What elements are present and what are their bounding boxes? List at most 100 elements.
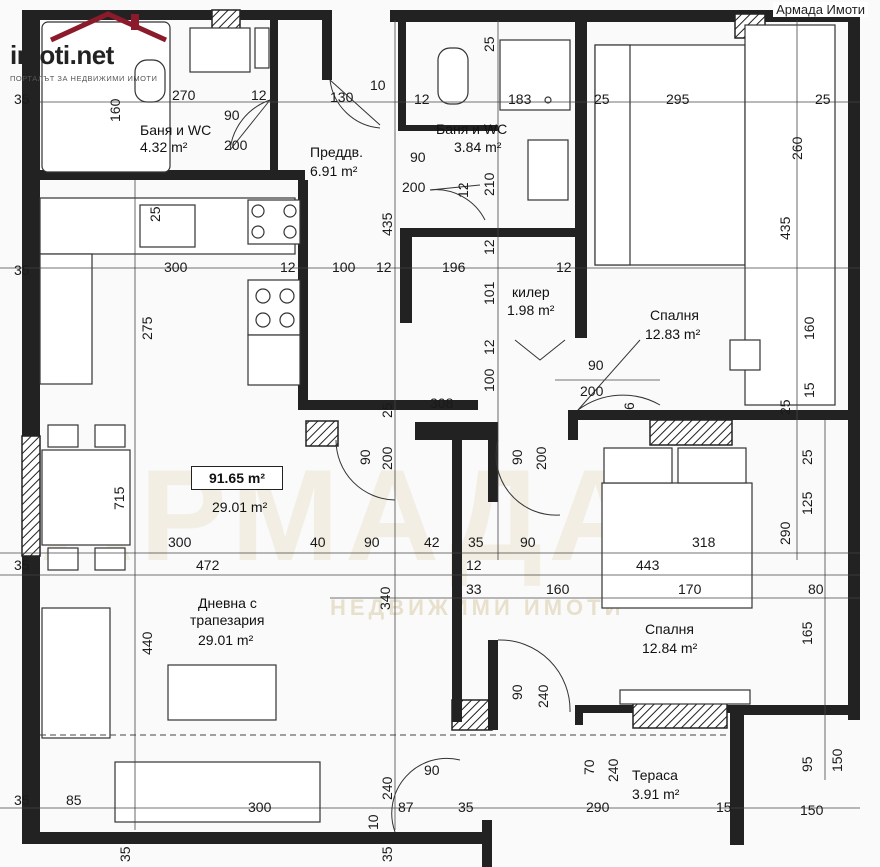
dim-label: 80 xyxy=(808,581,824,597)
dim-label: 25 xyxy=(147,206,163,222)
dim-label: 160 xyxy=(546,581,570,597)
dim-label: 25 xyxy=(777,399,793,415)
dim-label: 183 xyxy=(508,91,532,107)
room-area-bath2: 3.84 m² xyxy=(454,139,502,155)
interior-walls xyxy=(40,10,860,867)
room-name-hall: Преддв. xyxy=(310,144,363,160)
dim-label: 165 xyxy=(799,621,815,645)
dim-label: 12 xyxy=(466,557,482,573)
dim-label: 95 xyxy=(799,756,815,772)
dim-label: 210 xyxy=(481,172,497,196)
dim-label: 25 xyxy=(481,36,497,52)
doors xyxy=(229,79,661,833)
room-area-terrace: 3.91 m² xyxy=(632,786,680,802)
dim-label: 90 xyxy=(588,357,604,373)
dim-label: 160 xyxy=(801,316,817,340)
dim-label: 35 xyxy=(379,846,395,862)
dim-label: 100 xyxy=(332,259,356,275)
dim-label: 472 xyxy=(196,557,220,573)
watermark-sub: НЕДВИЖИМИ ИМОТИ xyxy=(330,595,624,620)
dim-label: 85 xyxy=(66,792,82,808)
dim-label: 200 xyxy=(402,179,426,195)
dim-label: 35 xyxy=(14,557,30,573)
dim-label: 25 xyxy=(379,402,395,418)
dim-label: 300 xyxy=(248,799,272,815)
dimension-lines xyxy=(0,20,860,830)
dim-label: 125 xyxy=(799,491,815,515)
dim-label: 12 xyxy=(280,259,296,275)
dim-label: 170 xyxy=(678,581,702,597)
room-name-living-2: трапезария xyxy=(190,612,264,628)
dim-label: 35 xyxy=(14,792,30,808)
dimension-labels: 35 270 12 160 90 200 130 10 12 25 183 25… xyxy=(14,36,845,862)
brand-logo[interactable]: imoti.net ПОРТАЛЪТ ЗА НЕДВИЖИМИ ИМОТИ xyxy=(6,10,168,90)
dim-label: 240 xyxy=(605,758,621,782)
dim-label: 90 xyxy=(424,762,440,778)
dim-label: 12 xyxy=(251,87,267,103)
dim-label: 12 xyxy=(481,339,497,355)
dim-label: 12 xyxy=(481,239,497,255)
dim-label: 35 xyxy=(117,846,133,862)
dim-label: 443 xyxy=(636,557,660,573)
dim-label: 6 xyxy=(621,402,637,410)
dim-label: 290 xyxy=(777,521,793,545)
dim-label: 160 xyxy=(107,98,123,122)
room-area-bedroom1: 12.83 m² xyxy=(645,326,701,342)
room-name-bath1: Баня и WC xyxy=(140,122,211,138)
dim-label: 435 xyxy=(777,216,793,240)
brand-tagline: ПОРТАЛЪТ ЗА НЕДВИЖИМИ ИМОТИ xyxy=(10,74,158,83)
dim-label: 196 xyxy=(442,259,466,275)
dim-label: 300 xyxy=(168,534,192,550)
dim-label: 90 xyxy=(357,449,373,465)
dim-label: 42 xyxy=(424,534,440,550)
dim-label: 90 xyxy=(520,534,536,550)
dim-label: 70 xyxy=(581,759,597,775)
dim-label: 35 xyxy=(458,799,474,815)
fixtures xyxy=(39,21,836,823)
room-name-bedroom1: Спалня xyxy=(650,307,699,323)
dim-label: 40 xyxy=(310,534,326,550)
dim-label: 150 xyxy=(800,802,824,818)
dim-label: 200 xyxy=(379,446,395,470)
dim-label: 200 xyxy=(224,137,248,153)
dim-label: 25 xyxy=(594,91,610,107)
room-name-terrace: Тераса xyxy=(632,767,678,783)
dim-label: 340 xyxy=(377,586,393,610)
dim-label: 15 xyxy=(716,799,732,815)
dim-label: 10 xyxy=(370,77,386,93)
dim-label: 295 xyxy=(666,91,690,107)
dim-label: 260 xyxy=(789,136,805,160)
dim-label: 240 xyxy=(379,776,395,800)
dim-label: 130 xyxy=(330,89,354,105)
house-roof-icon xyxy=(49,11,168,43)
room-name-bedroom2: Спалня xyxy=(645,621,694,637)
dim-label: 90 xyxy=(364,534,380,550)
agency-name: Армада Имоти xyxy=(773,2,868,17)
dim-label: 440 xyxy=(139,631,155,655)
dim-label: 290 xyxy=(586,799,610,815)
room-name-living-1: Дневна с xyxy=(198,595,257,611)
watermark-main: АРМАДА xyxy=(40,442,648,588)
room-area-living: 29.01 m² xyxy=(198,632,254,648)
dim-label: 90 xyxy=(410,149,426,165)
room-labels: Баня и WC 4.32 m² Преддв. 6.91 m² Баня и… xyxy=(140,121,701,802)
room-area-hall: 6.91 m² xyxy=(310,163,358,179)
total-area-label: 91.65 m² xyxy=(191,466,283,490)
dim-label: 270 xyxy=(172,87,196,103)
dim-label: 200 xyxy=(580,383,604,399)
dim-label: 318 xyxy=(692,534,716,550)
dim-label: 240 xyxy=(535,684,551,708)
dim-label: 100 xyxy=(481,368,497,392)
dim-label: 33 xyxy=(466,581,482,597)
dim-label: 435 xyxy=(379,212,395,236)
dim-label: 15 xyxy=(801,382,817,398)
dim-label: 150 xyxy=(829,748,845,772)
dim-label: 308 xyxy=(430,395,454,411)
dim-label: 90 xyxy=(509,449,525,465)
dim-label: 87 xyxy=(398,799,414,815)
dim-label: 35 xyxy=(468,534,484,550)
dim-label: 200 xyxy=(533,446,549,470)
room-name-pantry: килер xyxy=(512,284,550,300)
